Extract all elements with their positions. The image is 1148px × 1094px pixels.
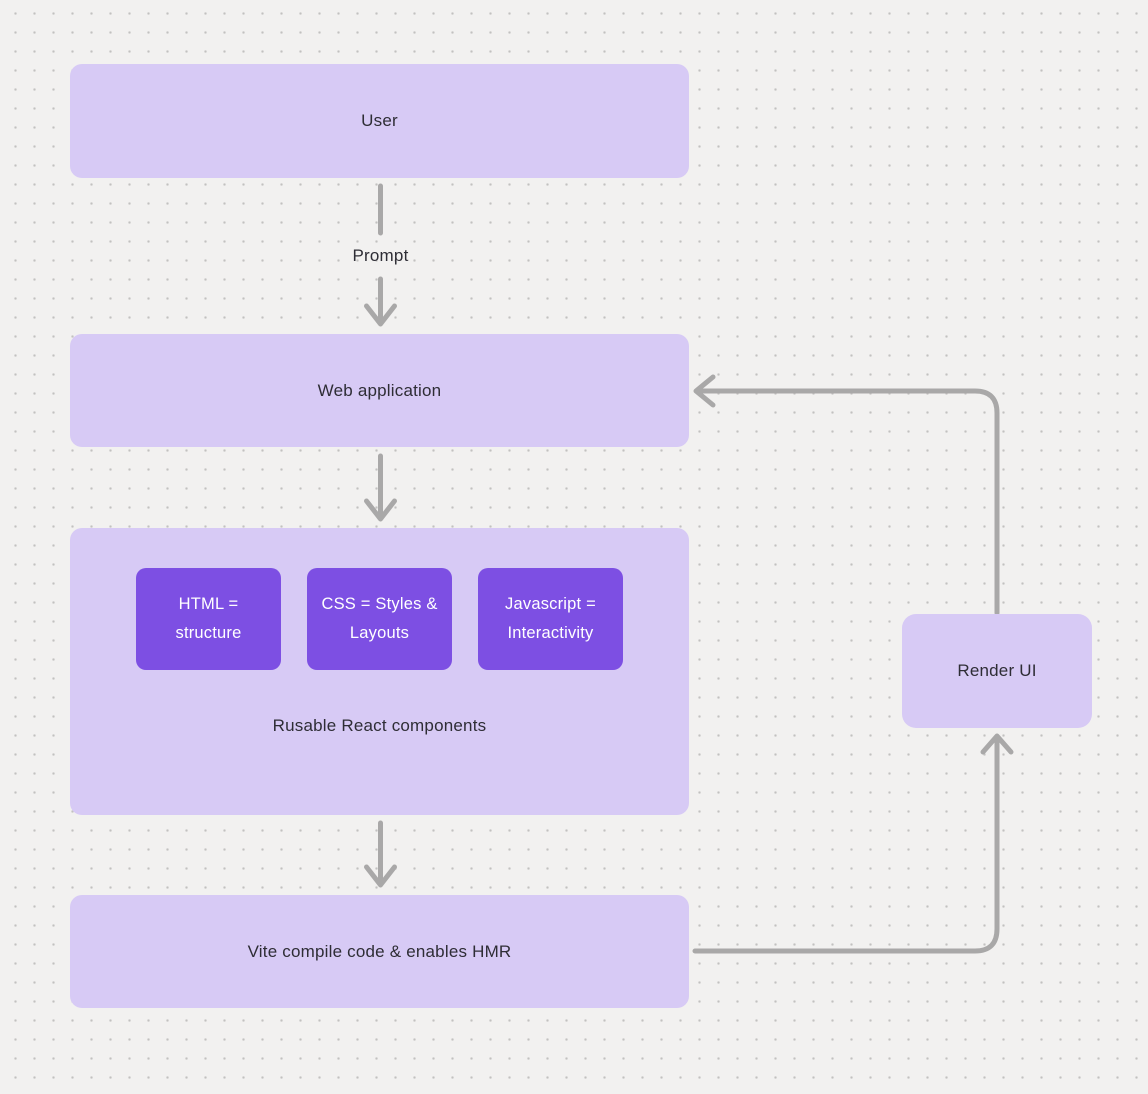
node-vite: Vite compile code & enables HMR — [70, 895, 689, 1008]
node-web-application-label: Web application — [317, 380, 442, 400]
node-user-label: User — [361, 111, 398, 130]
arrowhead-up-renderui — [980, 733, 1014, 755]
connector-vite-to-renderui — [692, 739, 1000, 954]
arrowhead-down-webapp — [364, 303, 397, 327]
components-child-row: HTML = structure CSS = Styles & Layouts … — [136, 568, 623, 670]
arrowhead-down-components — [364, 498, 397, 522]
node-html-label: HTML = structure — [175, 595, 242, 642]
node-render-ui-label: Render UI — [957, 661, 1037, 680]
node-css: CSS = Styles & Layouts — [307, 568, 452, 670]
node-user: User — [70, 64, 689, 178]
node-css-label: CSS = Styles & Layouts — [321, 595, 438, 642]
arrowhead-down-vite — [364, 864, 397, 888]
node-web-application: Web application — [70, 334, 689, 447]
arrowhead-left-webapp — [693, 374, 716, 408]
node-vite-label: Vite compile code & enables HMR — [247, 941, 512, 961]
edge-label-prompt: Prompt — [352, 246, 409, 265]
node-components-group: HTML = structure CSS = Styles & Layouts … — [70, 528, 689, 815]
node-html: HTML = structure — [136, 568, 281, 670]
connector-renderui-to-webapp — [698, 388, 1000, 616]
node-components-group-label: Rusable React components — [272, 716, 487, 735]
node-render-ui: Render UI — [902, 614, 1092, 728]
node-javascript: Javascript = Interactivity — [478, 568, 623, 670]
node-javascript-label: Javascript = Interactivity — [505, 595, 596, 642]
